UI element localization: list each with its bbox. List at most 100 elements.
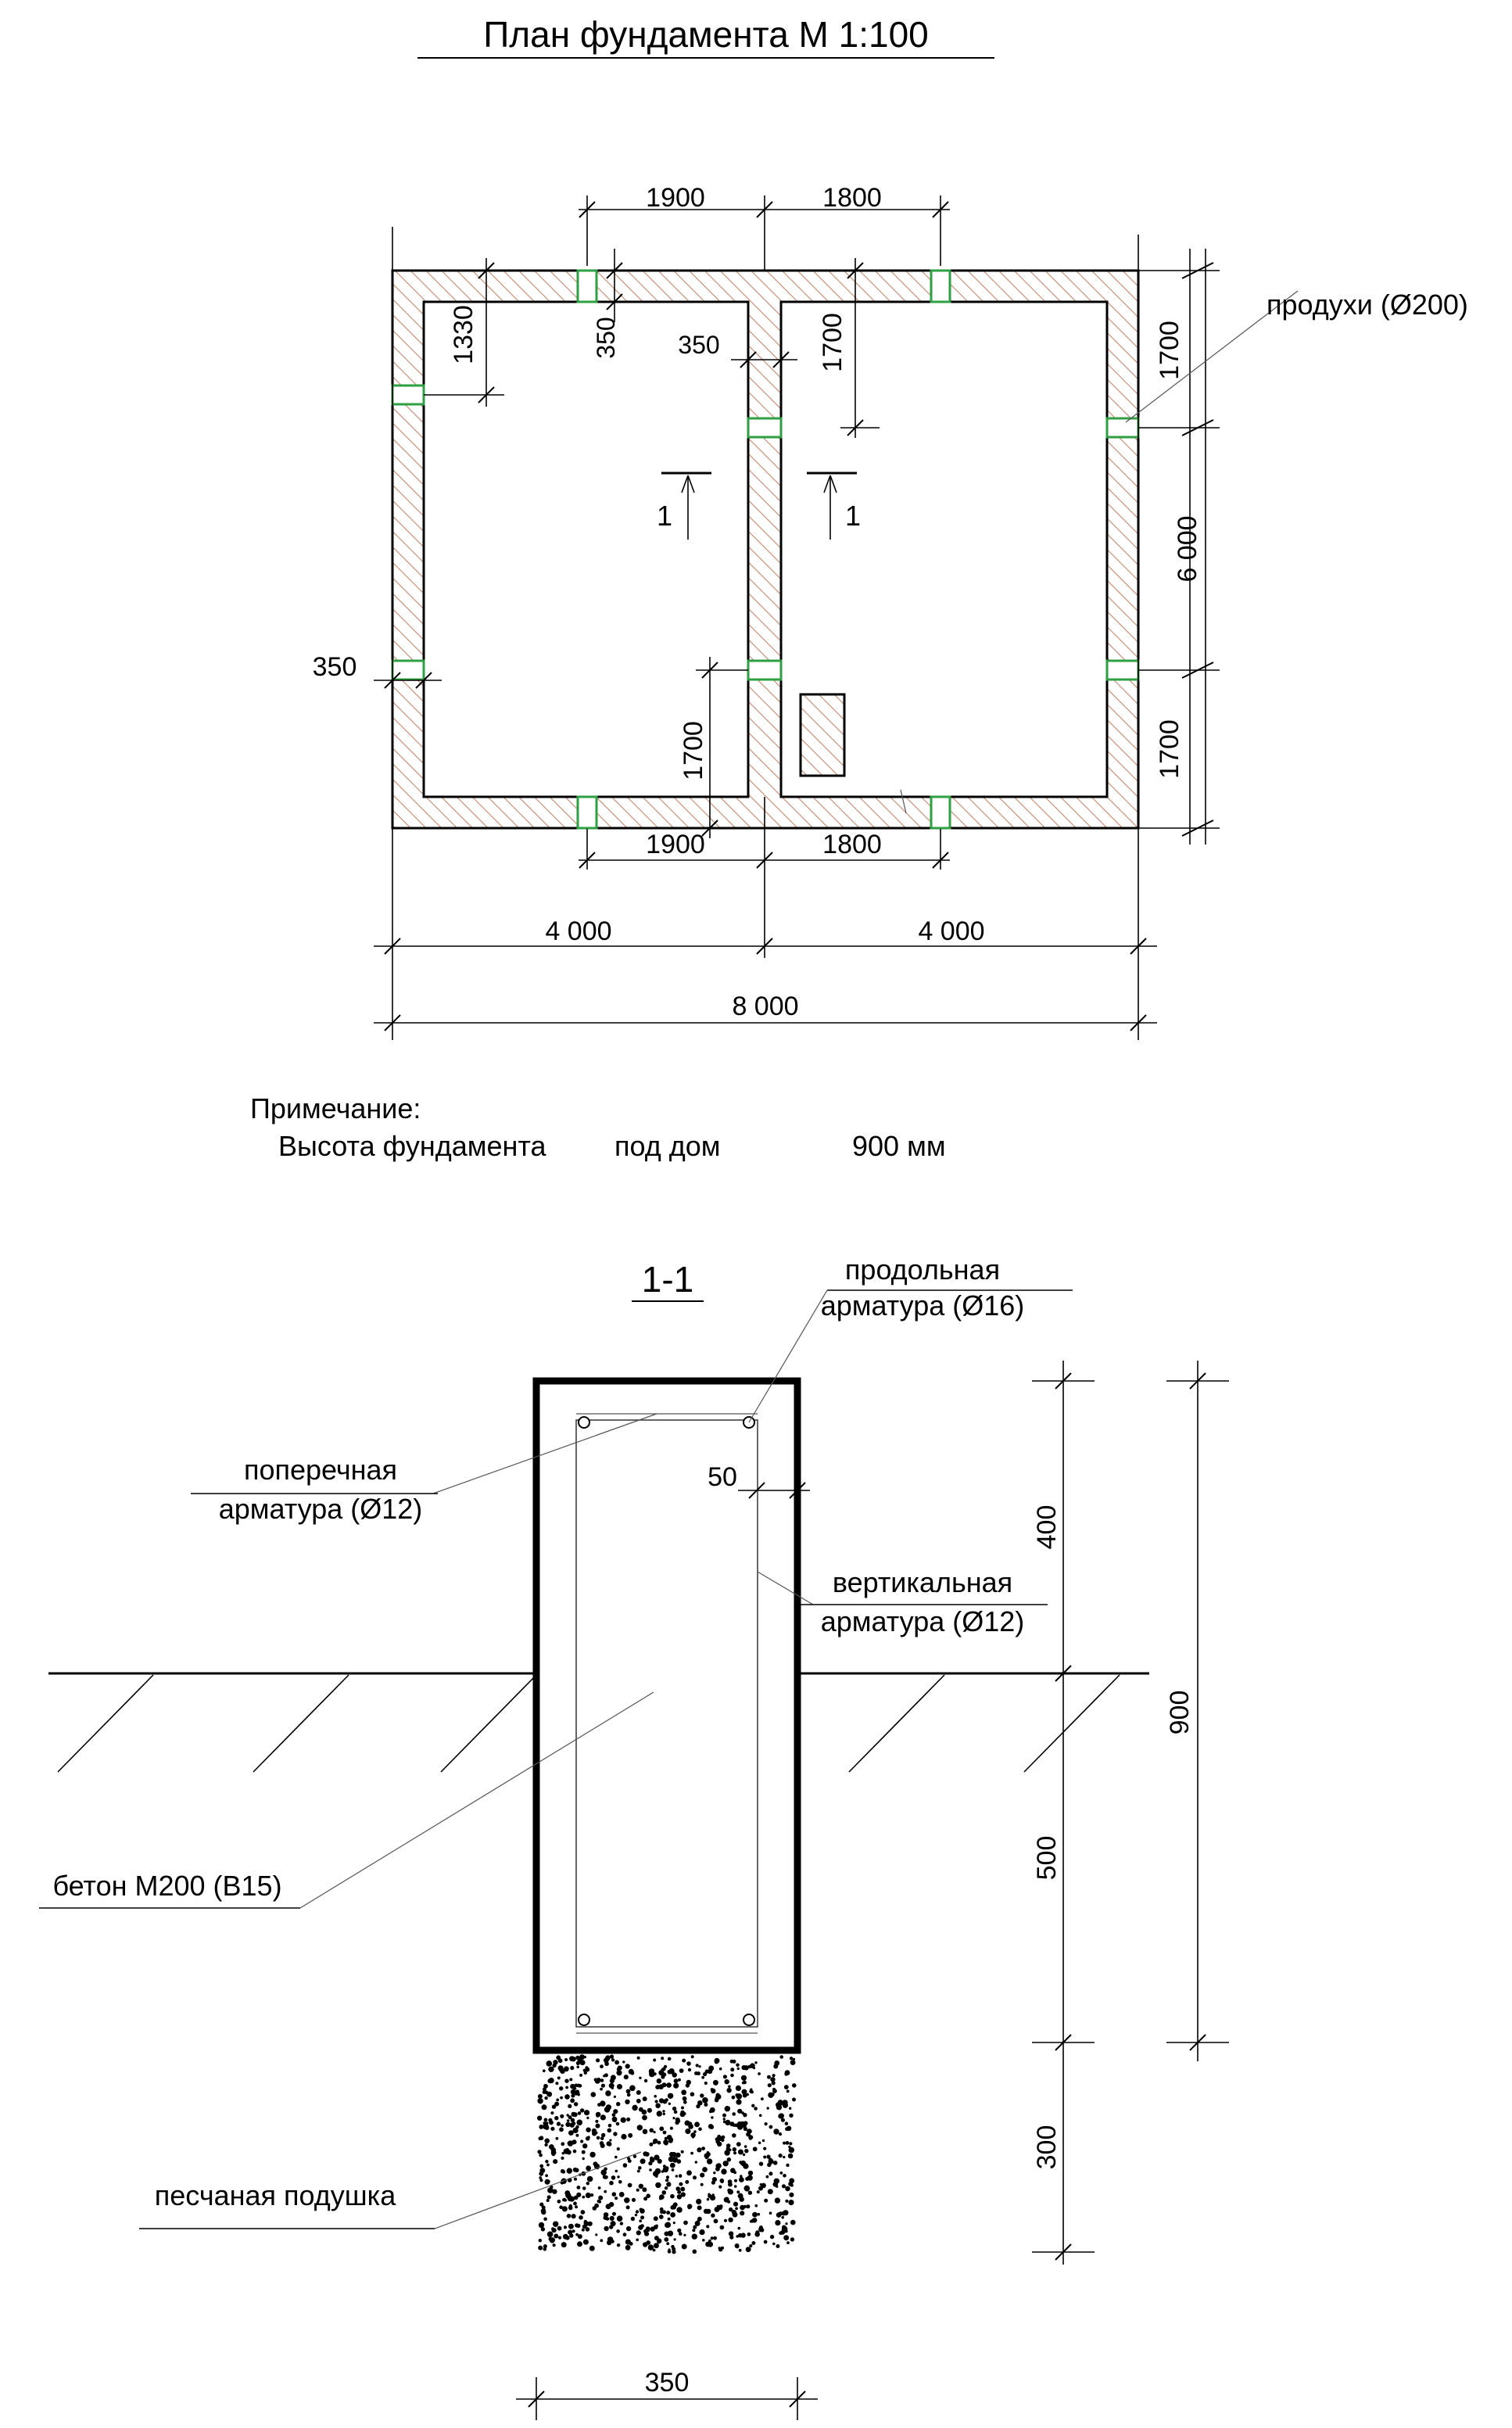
- vent: [576, 795, 598, 830]
- sand-grain: [693, 2225, 697, 2229]
- sand-grain: [543, 2069, 546, 2072]
- sand-grain: [556, 2055, 561, 2060]
- sand-grain: [683, 2100, 687, 2104]
- sand-grain: [576, 2119, 583, 2126]
- sand-grain: [740, 2175, 743, 2178]
- sand-grain: [638, 2107, 643, 2112]
- sand-grain: [575, 2133, 579, 2137]
- sand-grain: [643, 2197, 648, 2201]
- sand-grain: [695, 2064, 699, 2068]
- sand-grain: [790, 2237, 795, 2242]
- sand-grain: [600, 2114, 607, 2121]
- tick: [1055, 1665, 1072, 1682]
- sand-grain: [670, 2212, 675, 2218]
- sand-grain: [619, 2222, 624, 2225]
- sand-grain: [582, 2157, 585, 2161]
- sand-grain: [735, 2207, 738, 2211]
- sand-grain: [788, 2200, 794, 2206]
- sand-grain: [737, 2226, 741, 2230]
- sand-grain: [684, 2120, 690, 2126]
- sand-grain: [722, 2161, 729, 2167]
- dim-350-mid-wall: 350: [678, 331, 719, 359]
- sand-grain: [771, 2093, 775, 2096]
- sand-grain: [604, 2175, 608, 2179]
- longitudinal-rebar: [578, 2014, 590, 2026]
- sand-grain: [600, 2143, 605, 2148]
- sand-grain: [666, 2082, 672, 2088]
- sand-grain: [708, 2193, 712, 2198]
- sand-grain: [572, 2167, 578, 2172]
- sand-grain: [697, 2147, 702, 2153]
- sand-grain: [770, 2077, 776, 2082]
- sand-grain: [783, 2174, 786, 2178]
- sand-grain: [686, 2061, 691, 2066]
- sand-grain: [656, 2078, 662, 2084]
- sand-grain: [785, 2186, 790, 2192]
- tick: [384, 672, 401, 689]
- sand-grain: [750, 2090, 754, 2094]
- sand-grain: [665, 2166, 669, 2171]
- sand-grain: [618, 2192, 625, 2197]
- sand-grain: [677, 2228, 682, 2233]
- sand-grain: [728, 2085, 731, 2089]
- sand-grain: [732, 2059, 736, 2064]
- sand-grain: [642, 2187, 647, 2193]
- sand-grain: [667, 2093, 674, 2099]
- sand-grain: [737, 2149, 743, 2155]
- tick: [579, 201, 596, 218]
- sand-grain: [658, 2098, 665, 2103]
- sand-grain: [774, 2197, 781, 2204]
- sand-grain: [571, 2139, 577, 2145]
- sand-grain: [718, 2067, 722, 2071]
- sand-grain: [670, 2205, 675, 2210]
- sand-grain: [600, 2083, 606, 2088]
- sand-grain: [666, 2182, 672, 2187]
- sand-grain: [664, 2141, 668, 2146]
- sand-grain: [780, 2118, 786, 2122]
- sand-grain: [755, 2230, 760, 2235]
- sand-grain: [579, 2108, 585, 2113]
- tick: [1130, 1014, 1147, 1031]
- sand-grain: [543, 2244, 547, 2249]
- sand-grain: [622, 2060, 625, 2064]
- sand-grain: [541, 2104, 547, 2111]
- sand-grain: [736, 2124, 743, 2130]
- sand-grain: [546, 2163, 550, 2167]
- sand-grain: [540, 2227, 546, 2232]
- sand-grain: [694, 2220, 700, 2226]
- sand-grain: [553, 2221, 559, 2227]
- sand-grain: [537, 2093, 543, 2099]
- tick: [478, 386, 495, 403]
- sand-grain: [648, 2068, 655, 2075]
- sand-grain: [560, 2114, 564, 2118]
- sand-grain: [722, 2120, 726, 2124]
- sand-grain: [609, 2180, 614, 2186]
- tick: [1181, 819, 1214, 837]
- sand-grain: [783, 2085, 789, 2090]
- sand-grain: [673, 2110, 678, 2114]
- sand-grain: [636, 2098, 641, 2103]
- sand-grain: [616, 2229, 620, 2233]
- note: Примечание: Высота фундамента под дом 90…: [250, 1092, 946, 1162]
- sand-grain: [680, 2110, 685, 2115]
- sand-grain: [577, 2241, 582, 2247]
- sand-grain: [728, 2231, 734, 2236]
- tick: [1055, 2034, 1072, 2051]
- sand-grain: [690, 2151, 693, 2155]
- tick: [932, 201, 949, 218]
- sand-grain: [779, 2055, 783, 2059]
- sand-grain: [636, 2188, 640, 2192]
- sand-grain: [772, 2182, 779, 2187]
- sand-grain: [706, 2225, 710, 2229]
- sand-grain: [611, 2086, 614, 2089]
- sand-grain: [743, 2126, 748, 2132]
- leader-line: [434, 2151, 642, 2229]
- sand-grain: [655, 2224, 658, 2228]
- sand-grain: [733, 2171, 737, 2175]
- sand-grain: [635, 2210, 640, 2214]
- sand-grain: [616, 2243, 621, 2247]
- sand-grain: [652, 2248, 656, 2252]
- sand-grain: [758, 2072, 761, 2075]
- sand-grain: [776, 2244, 780, 2248]
- sand-grain: [752, 2218, 758, 2223]
